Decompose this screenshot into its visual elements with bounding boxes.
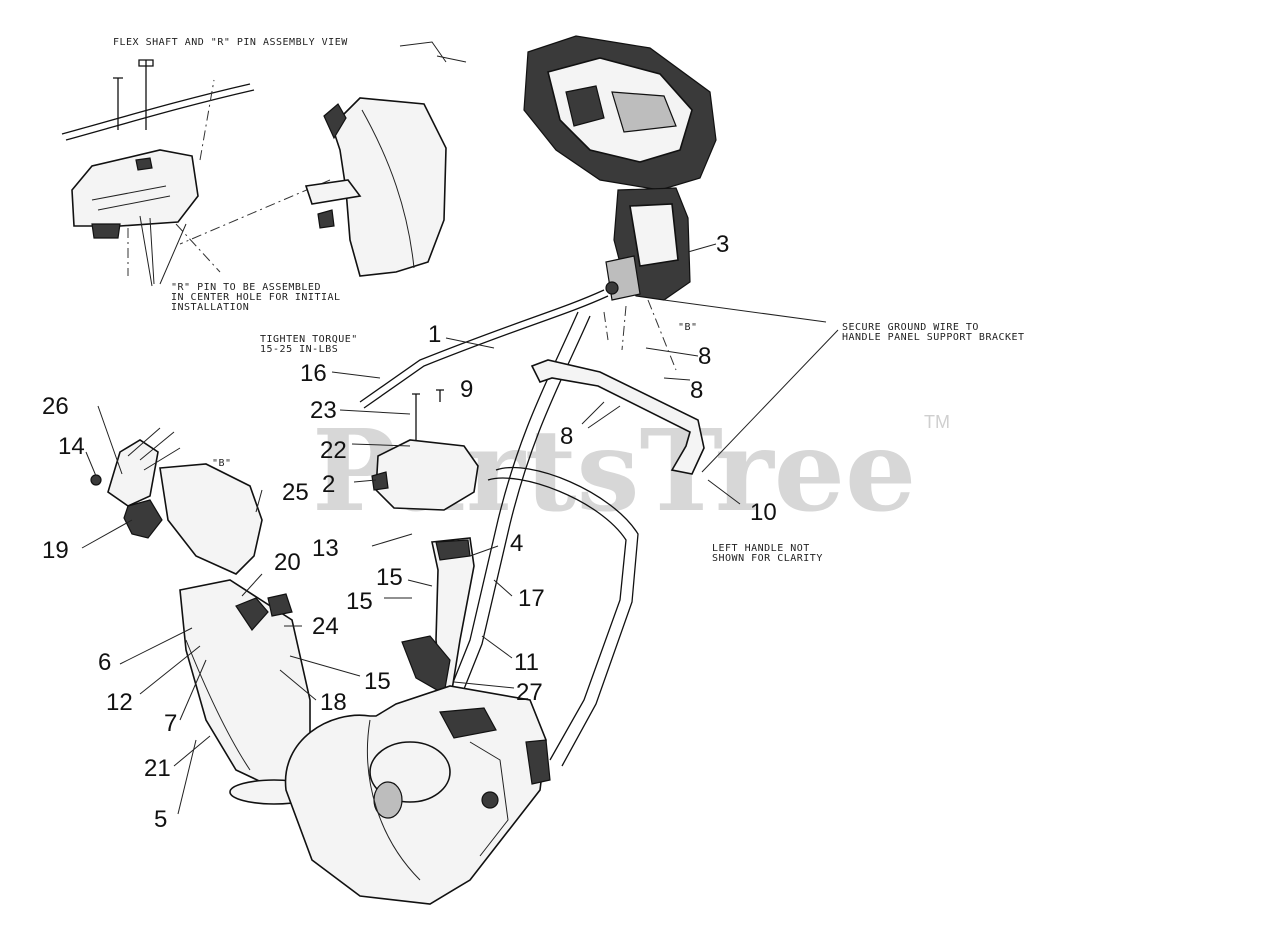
left-handle-note-line1: LEFT HANDLE NOT bbox=[712, 543, 810, 554]
callout-13: 13 bbox=[312, 535, 339, 562]
callout-27: 27 bbox=[516, 679, 543, 706]
callout-26: 26 bbox=[42, 393, 69, 420]
control-panel-assembly bbox=[523, 35, 717, 301]
bolt bbox=[113, 77, 123, 130]
reference-b-lower: "B" bbox=[212, 458, 232, 469]
callout-2: 2 bbox=[322, 471, 335, 498]
callout-12: 12 bbox=[106, 689, 133, 716]
r-pin-note-line2: IN CENTER HOLE FOR INITIAL bbox=[171, 292, 341, 303]
callout-numbers: 1 2 3 4 5 6 7 8 8 8 9 10 11 12 13 14 15 … bbox=[42, 231, 777, 833]
callout-9: 9 bbox=[460, 376, 473, 403]
support-bracket-27 bbox=[401, 635, 451, 695]
flex-shaft-inset: FLEX SHAFT AND "R" PIN ASSEMBLY VIEW "R"… bbox=[61, 37, 467, 313]
callout-6: 6 bbox=[98, 649, 111, 676]
handle-frame bbox=[449, 311, 705, 767]
callout-24: 24 bbox=[312, 613, 339, 640]
watermark-trademark: TM bbox=[924, 412, 950, 432]
bolt bbox=[138, 59, 154, 130]
callout-7: 7 bbox=[164, 710, 177, 737]
callout-8c: 8 bbox=[560, 423, 573, 450]
callout-8a: 8 bbox=[698, 343, 711, 370]
torque-note-line2: 15-25 IN-LBS bbox=[260, 344, 338, 355]
flex-shaft-title: FLEX SHAFT AND "R" PIN ASSEMBLY VIEW bbox=[113, 37, 348, 48]
callout-3: 3 bbox=[716, 231, 729, 258]
callout-leader-lines bbox=[81, 243, 839, 815]
callout-10: 10 bbox=[750, 499, 777, 526]
callout-5: 5 bbox=[154, 806, 167, 833]
cover-part-2 bbox=[375, 439, 479, 511]
ground-wire-note-line2: HANDLE PANEL SUPPORT BRACKET bbox=[842, 332, 1025, 343]
chute-crank-parts bbox=[371, 389, 479, 702]
auger-housing bbox=[284, 685, 551, 905]
callout-14: 14 bbox=[58, 433, 85, 460]
handle-panel-support-bracket bbox=[530, 359, 705, 475]
chute-deflector bbox=[159, 463, 263, 575]
callout-19: 19 bbox=[42, 537, 69, 564]
callout-23: 23 bbox=[310, 397, 337, 424]
ground-wire-note-line1: SECURE GROUND WIRE TO bbox=[842, 322, 979, 333]
callout-18: 18 bbox=[320, 689, 347, 716]
callout-16: 16 bbox=[300, 360, 327, 387]
r-pin-note-line3: INSTALLATION bbox=[171, 302, 249, 313]
callout-21: 21 bbox=[144, 755, 171, 782]
callout-25: 25 bbox=[282, 479, 309, 506]
left-handle-note-line2: SHOWN FOR CLARITY bbox=[712, 553, 823, 564]
torque-note-line1: TIGHTEN TORQUE" bbox=[260, 334, 358, 345]
r-pin-note-line1: "R" PIN TO BE ASSEMBLED bbox=[171, 282, 321, 293]
shaft-cover bbox=[71, 149, 199, 227]
callout-17: 17 bbox=[518, 585, 545, 612]
flex-shaft-part-1 bbox=[359, 289, 605, 403]
callout-1: 1 bbox=[428, 321, 441, 348]
callout-15a: 15 bbox=[376, 564, 403, 591]
tilt-gear bbox=[123, 499, 163, 539]
callout-15b: 15 bbox=[346, 588, 373, 615]
flex-shaft-cable bbox=[61, 83, 251, 135]
callout-15c: 15 bbox=[364, 668, 391, 695]
callout-20: 20 bbox=[274, 549, 301, 576]
callout-22: 22 bbox=[320, 437, 347, 464]
reference-b-upper: "B" bbox=[678, 322, 698, 333]
chute-bracket bbox=[107, 439, 159, 507]
callout-8b: 8 bbox=[690, 377, 703, 404]
callout-4: 4 bbox=[510, 530, 523, 557]
callout-11: 11 bbox=[514, 649, 539, 676]
